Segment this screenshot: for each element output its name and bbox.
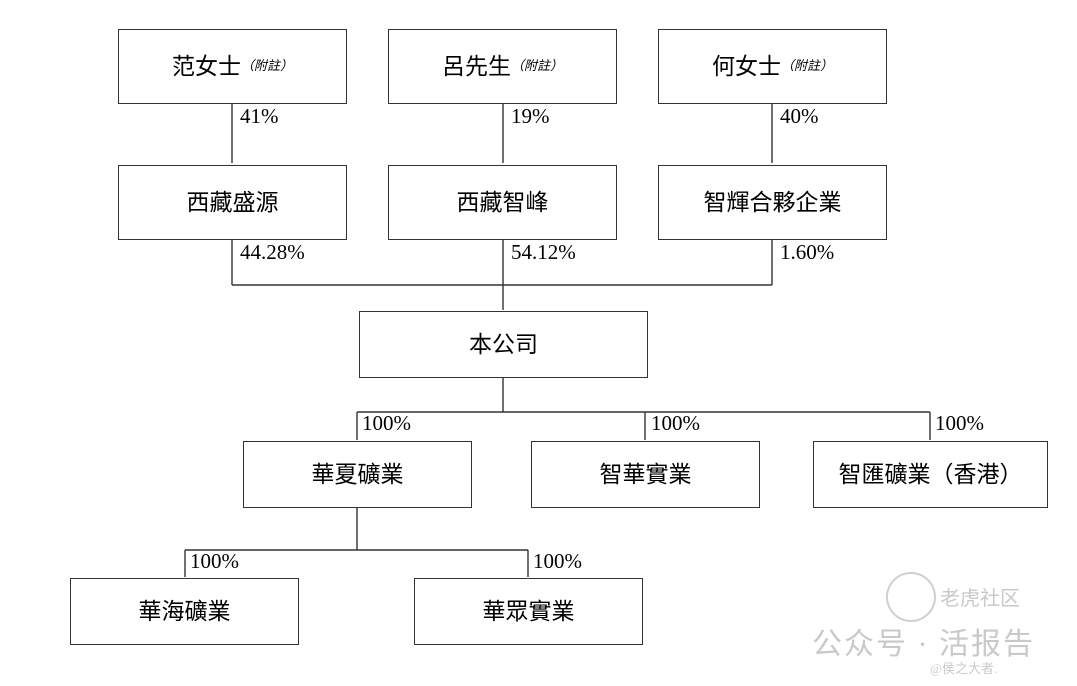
node-he-note: （附註） bbox=[780, 58, 833, 74]
edge-label-he-zhihuihh: 40% bbox=[780, 104, 819, 128]
edge-label-company-huaxia: 100% bbox=[362, 411, 411, 435]
node-huahai[interactable]: 華海礦業 bbox=[70, 578, 299, 645]
node-huaxia[interactable]: 華夏礦業 bbox=[243, 441, 472, 508]
node-xizang-zhifeng[interactable]: 西藏智峰 bbox=[388, 165, 617, 240]
watermark-badge-icon bbox=[886, 572, 936, 622]
node-huahai-label: 華海礦業 bbox=[138, 598, 231, 624]
edge-label-lu-xizangzf: 19% bbox=[511, 104, 550, 128]
watermark-text: 公众号 · 活报告 bbox=[812, 628, 1035, 661]
node-fan-label: 范女士 bbox=[171, 53, 241, 79]
edge-label-fan-xizangsy: 41% bbox=[240, 104, 279, 128]
edge-label-huaxia-huazhong: 100% bbox=[533, 549, 582, 573]
node-xizang-shengyuan-label: 西藏盛源 bbox=[186, 189, 279, 215]
node-fan-note: （附註） bbox=[240, 58, 293, 74]
edge-label-zhihuihh-company: 1.60% bbox=[780, 240, 835, 264]
node-lu-note: （附註） bbox=[510, 58, 563, 74]
node-huazhong-label: 華眾實業 bbox=[482, 598, 575, 624]
node-huazhong[interactable]: 華眾實業 bbox=[414, 578, 643, 645]
node-company-label: 本公司 bbox=[469, 331, 538, 357]
node-zhihua[interactable]: 智華實業 bbox=[531, 441, 760, 508]
node-lu[interactable]: 呂先生（附註） bbox=[388, 29, 617, 104]
edge-label-company-zhihua: 100% bbox=[651, 411, 700, 435]
node-he[interactable]: 何女士（附註） bbox=[658, 29, 887, 104]
node-lu-label: 呂先生 bbox=[441, 53, 511, 79]
node-zhihua-label: 智華實業 bbox=[599, 461, 692, 487]
watermark-handle: @侯之大者. bbox=[930, 661, 998, 676]
node-fan[interactable]: 范女士（附註） bbox=[118, 29, 347, 104]
edge-label-xizangzf-company: 54.12% bbox=[511, 240, 576, 264]
node-zhihui-partnership-label: 智輝合夥企業 bbox=[703, 189, 842, 215]
node-he-label: 何女士 bbox=[711, 53, 781, 79]
node-zhihui-hk-label: 智匯礦業（香港） bbox=[838, 461, 1023, 487]
edge-label-huaxia-huahai: 100% bbox=[190, 549, 239, 573]
node-zhihui-partnership[interactable]: 智輝合夥企業 bbox=[658, 165, 887, 240]
node-xizang-zhifeng-label: 西藏智峰 bbox=[456, 189, 549, 215]
watermark-badge-text: 老虎社区 bbox=[940, 588, 1020, 610]
node-xizang-shengyuan[interactable]: 西藏盛源 bbox=[118, 165, 347, 240]
node-zhihui-hk[interactable]: 智匯礦業（香港） bbox=[813, 441, 1048, 508]
edge-label-xizangsy-company: 44.28% bbox=[240, 240, 305, 264]
node-huaxia-label: 華夏礦業 bbox=[311, 461, 404, 487]
edge-label-company-zhihuihk: 100% bbox=[935, 411, 984, 435]
node-company[interactable]: 本公司 bbox=[359, 311, 648, 378]
